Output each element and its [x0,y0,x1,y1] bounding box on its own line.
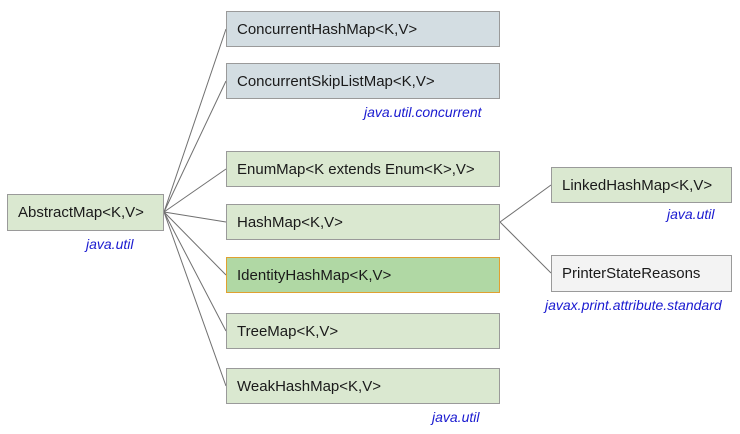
connector-root-identityhashmap [163,211,227,276]
linkedhashmap-node: LinkedHashMap<K,V> [551,167,732,203]
package-label-printerstatereasons: javax.print.attribute.standard [545,297,722,313]
weakhashmap-node: WeakHashMap<K,V> [226,368,500,404]
enummap-node: EnumMap<K extends Enum<K>,V> [226,151,500,187]
connector-hashmap-linkedhashmap [499,184,552,223]
concurrentskiplistmap-node: ConcurrentSkipListMap<K,V> [226,63,500,99]
concurrenthashmap-node: ConcurrentHashMap<K,V> [226,11,500,47]
package-label-util: java.util [432,409,480,425]
connector-root-concurrentskiplistmap [163,80,227,213]
connector-root-weakhashmap [163,211,227,387]
package-label-root: java.util [86,236,134,252]
printerstatereasons-node: PrinterStateReasons [551,255,732,292]
identityhashmap-node: IdentityHashMap<K,V> [226,257,500,293]
package-label-linkedhashmap: java.util [667,206,715,222]
package-label-concurrent: java.util.concurrent [364,104,482,120]
connector-hashmap-printerstatereasons [499,221,552,274]
connector-root-hashmap [163,211,227,223]
hashmap-node: HashMap<K,V> [226,204,500,240]
connector-root-treemap [163,211,227,332]
abstractmap-node: AbstractMap<K,V> [7,194,164,231]
treemap-node: TreeMap<K,V> [226,313,500,349]
connector-root-concurrenthashmap [163,28,227,213]
connector-root-enummap [163,168,227,213]
